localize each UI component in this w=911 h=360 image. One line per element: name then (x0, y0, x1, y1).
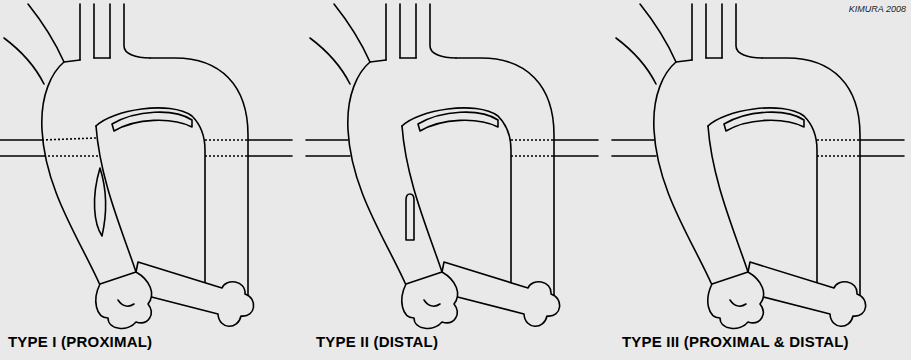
panel-caption: TYPE I (PROXIMAL) (8, 333, 152, 350)
panel-caption: TYPE III (PROXIMAL & DISTAL) (622, 333, 849, 350)
type-one-panel (0, 4, 292, 328)
watermark: KIMURA 2008 (849, 4, 906, 14)
type-three-panel (612, 4, 904, 328)
panel-caption: TYPE II (DISTAL) (316, 333, 438, 350)
type-two-panel (306, 4, 598, 328)
